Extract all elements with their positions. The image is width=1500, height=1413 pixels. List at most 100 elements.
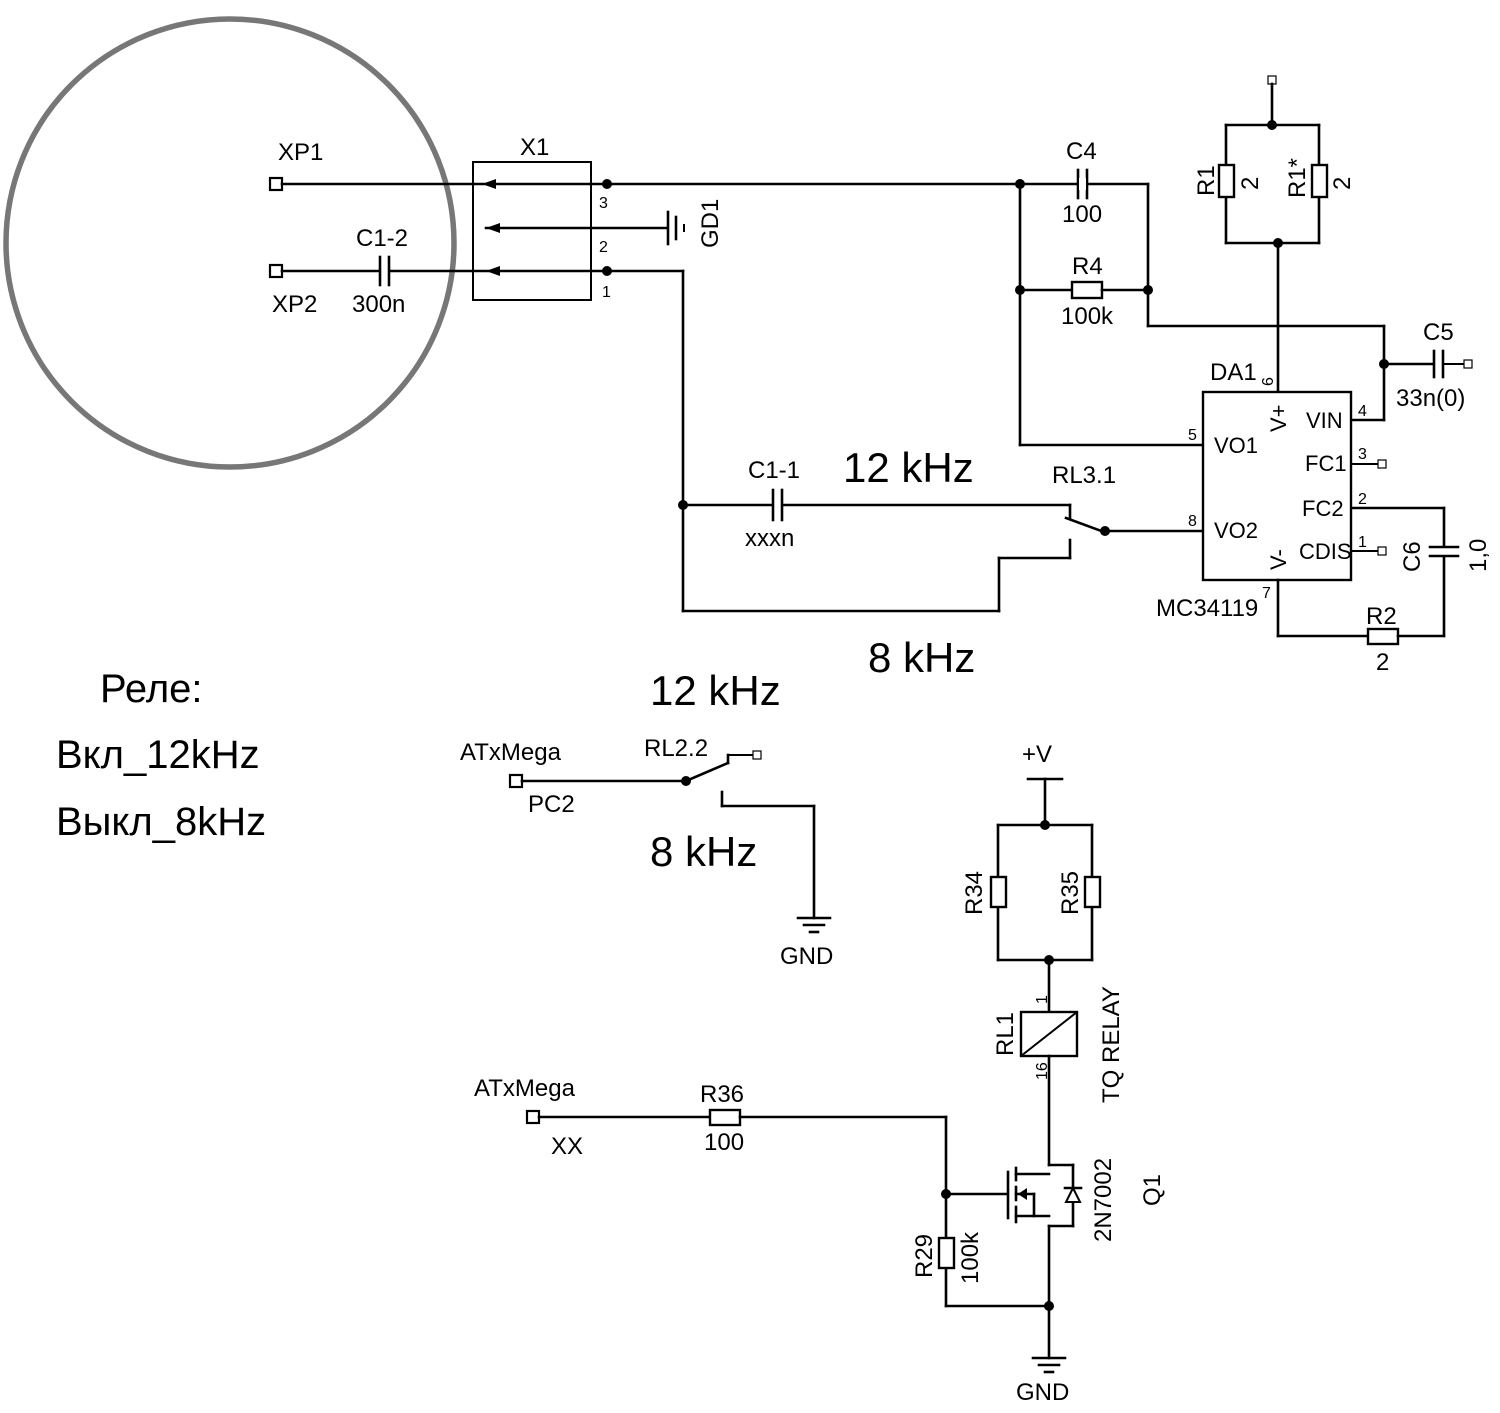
x1-arrow-2 (486, 223, 500, 233)
r29-value: 100k (957, 1231, 984, 1284)
freq-8khz-mid: 8 kHz (650, 828, 757, 875)
pin-fc2-label: FC2 (1302, 496, 1344, 521)
rl2-label: RL2.2 (644, 735, 708, 762)
xx-pad (525, 1109, 541, 1125)
x1-connector-body (472, 161, 592, 301)
c1-2-label: C1-2 (356, 225, 408, 252)
c5-label: C5 (1423, 319, 1454, 346)
x1-pin-3: 3 (599, 195, 608, 212)
rl2-nc-pad (752, 750, 762, 760)
r1-label: R1 (1193, 165, 1220, 196)
c1-1-label: C1-1 (748, 457, 800, 484)
r1-body (1217, 163, 1236, 199)
xp2-label: XP2 (272, 291, 317, 318)
pin-vo1-label: VO1 (1214, 433, 1258, 458)
r1s-label: R1* (1284, 158, 1311, 198)
pin5-num: 5 (1188, 427, 1197, 444)
q1-label: Q1 (1139, 1174, 1166, 1206)
xp1-pad (268, 176, 284, 192)
gd1-label: GD1 (697, 199, 724, 248)
r34-label: R34 (961, 871, 988, 915)
r1-value: 2 (1237, 177, 1264, 190)
freq-8khz-top: 8 kHz (868, 634, 975, 681)
pin8-num: 8 (1188, 513, 1197, 530)
r34-body (989, 875, 1008, 909)
xp1-label: XP1 (278, 139, 323, 166)
c5-pad (1463, 359, 1473, 369)
speaker-outline (3, 16, 457, 470)
pin-vin-label: VIN (1306, 408, 1343, 433)
junction-pin3 (602, 179, 612, 189)
freq-12khz-top: 12 kHz (843, 444, 974, 491)
xp2-pad (268, 263, 284, 279)
r1s-body (1310, 163, 1329, 199)
junction-source (1044, 1301, 1054, 1311)
pin7-num: 7 (1262, 585, 1271, 602)
r2-body (1366, 627, 1400, 646)
r1s-value: 2 (1329, 177, 1356, 190)
note-title: Реле: (100, 667, 203, 711)
q1-part: 2N7002 (1090, 1158, 1117, 1242)
r4-label: R4 (1072, 253, 1103, 280)
c5-value: 33n(0) (1396, 385, 1465, 412)
rl1-pin-1: 1 (1034, 995, 1051, 1004)
pin2-num: 2 (1358, 491, 1367, 508)
pin-vminus-label: V- (1266, 549, 1291, 570)
pc2-label: PC2 (528, 791, 575, 818)
gnd2-label: GND (1016, 1379, 1069, 1406)
x1-arrow-1 (486, 266, 500, 276)
pin-vplus-label: V+ (1266, 404, 1291, 432)
r35-body (1083, 875, 1102, 909)
rl1-label: RL1 (992, 1012, 1019, 1056)
x1-pin-2: 2 (599, 239, 608, 256)
x1-label: X1 (520, 134, 549, 161)
c4-gap (1079, 178, 1086, 190)
r29-body (937, 1236, 956, 1270)
freq-12khz-mid: 12 kHz (650, 667, 781, 714)
r29-label: R29 (911, 1234, 938, 1278)
pin-fc1-label: FC1 (1305, 451, 1347, 476)
c1-2-value: 300n (352, 291, 405, 318)
r36-value: 100 (704, 1129, 744, 1156)
x1-pin-1: 1 (602, 284, 611, 301)
r35-label: R35 (1057, 871, 1084, 915)
x1-arrow-3 (482, 179, 496, 189)
c4-value: 100 (1062, 201, 1102, 228)
rl2-switch-arm (684, 761, 730, 783)
note-line-2: Выкл_8kHz (56, 800, 266, 844)
rl1-type: TQ RELAY (1098, 986, 1125, 1103)
c1-1-value: xxxn (745, 525, 794, 552)
pin-vo2-label: VO2 (1214, 518, 1258, 543)
r2-label: R2 (1366, 603, 1397, 630)
r36-body (708, 1108, 742, 1127)
rl1-pin-16: 16 (1034, 1062, 1051, 1080)
pin4-num: 4 (1358, 403, 1367, 420)
c6-label: C6 (1399, 541, 1426, 572)
r4-body (1070, 280, 1104, 300)
fc1-pad (1377, 459, 1387, 469)
rl1-coil-diag (1020, 1011, 1078, 1057)
rl3-switch-arm (1064, 516, 1106, 534)
r36-label: R36 (700, 1081, 744, 1108)
mcu2-label: ATxMega (474, 1075, 576, 1102)
q1-mosfet (1006, 1163, 1083, 1228)
mcu1-label: ATxMega (460, 739, 562, 766)
note-line-1: Вкл_12kHz (56, 733, 260, 777)
junction-pin1 (602, 266, 612, 276)
pin3-num: 3 (1358, 446, 1367, 463)
da1-part: MC34119 (1156, 595, 1258, 622)
c4-label: C4 (1066, 138, 1097, 165)
gnd1-label: GND (780, 943, 833, 970)
pin-cdis-label: CDIS (1299, 539, 1352, 564)
xx-label: XX (551, 1133, 583, 1160)
pin6-num: 6 (1260, 377, 1277, 386)
pc2-pad (508, 773, 524, 789)
c6-value: 1,0 (1465, 539, 1492, 572)
pin1-num: 1 (1358, 534, 1367, 551)
r4-value: 100k (1061, 303, 1114, 330)
da1-label: DA1 (1210, 359, 1257, 386)
r2-value: 2 (1376, 649, 1389, 676)
cdis-pad (1377, 546, 1387, 556)
da1-ic-body (1201, 390, 1353, 582)
